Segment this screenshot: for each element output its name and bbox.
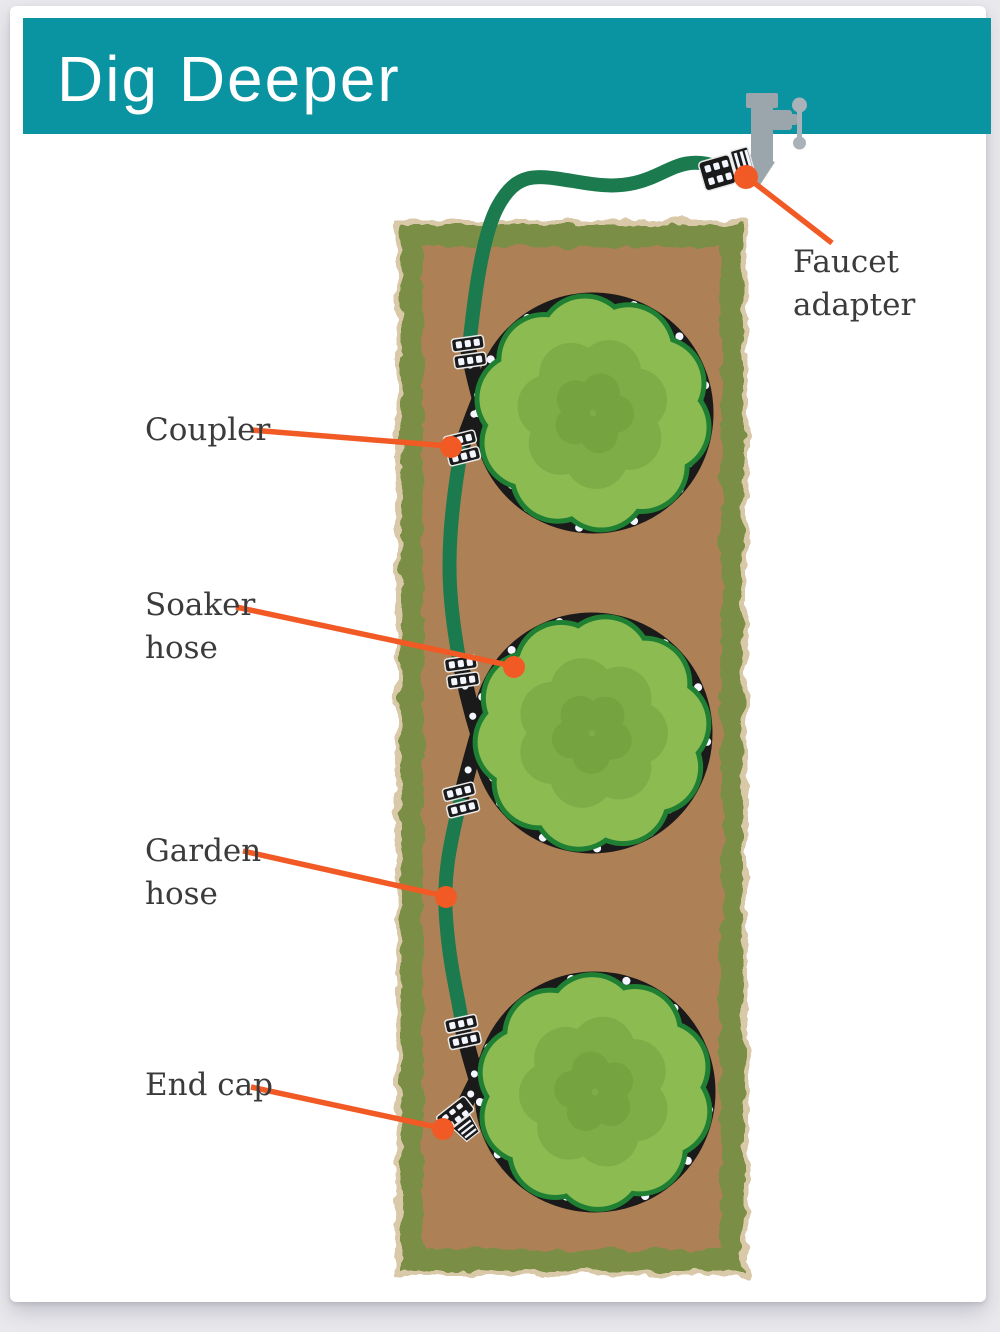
label-coupler: Coupler [145, 412, 271, 448]
header-banner: Dig Deeper [23, 18, 991, 134]
label-soaker-hose: Soaker hose [145, 587, 256, 666]
page-title: Dig Deeper [57, 43, 401, 115]
label-garden-hose: Garden hose [145, 833, 262, 912]
label-end-cap: End cap [145, 1067, 273, 1103]
label-faucet-adapter: Faucet adapter [793, 244, 916, 323]
